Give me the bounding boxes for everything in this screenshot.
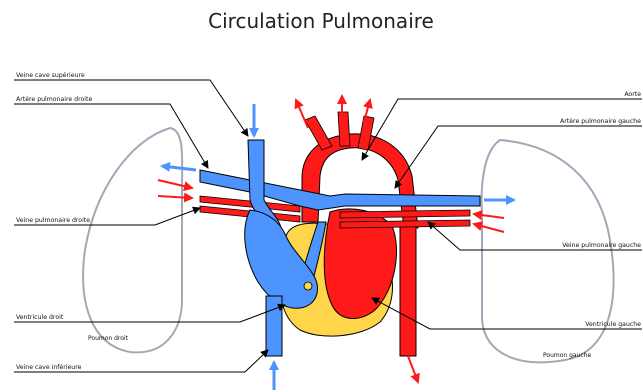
diagram-title: Circulation Pulmonaire bbox=[208, 9, 434, 33]
leader-line bbox=[362, 99, 642, 160]
flow-arrow-red bbox=[296, 100, 308, 128]
flow-arrow-red bbox=[474, 214, 504, 218]
label-artere-pulmonaire-gauche: Artère pulmonaire gauche bbox=[560, 117, 641, 125]
label-veine-cave-superieure: Veine cave supérieure bbox=[16, 71, 85, 79]
label-artere-pulmonaire-droite: Artère pulmonaire droite bbox=[16, 95, 92, 103]
leader-line bbox=[14, 80, 248, 136]
valve-circle bbox=[304, 282, 312, 290]
label-veine-pulmonaire-gauche: Veine pulmonaire gauche bbox=[562, 242, 641, 249]
aortic-branch-2 bbox=[338, 112, 350, 146]
descending-aorta bbox=[400, 226, 416, 356]
flow-arrow-blue bbox=[162, 166, 196, 170]
label-veine-pulmonaire-droite: Veine pulmonaire droite bbox=[16, 217, 90, 224]
label-ventricule-gauche: Ventricule gauche bbox=[585, 321, 641, 328]
label-poumon-gauche: Poumon gauche bbox=[543, 352, 591, 359]
leader-line bbox=[395, 126, 642, 188]
label-poumon-droit: Poumon droit bbox=[88, 335, 129, 342]
flow-arrow-red bbox=[474, 224, 504, 232]
flow-arrow-red bbox=[408, 356, 418, 382]
label-veine-cave-inferieure: Veine cave inférieure bbox=[16, 363, 82, 371]
flow-arrow-red bbox=[158, 180, 192, 188]
flow-arrow-red bbox=[158, 196, 192, 198]
inferior-vena-cava bbox=[266, 296, 282, 356]
label-aorte: Aorte bbox=[624, 91, 641, 98]
right-lung-outline bbox=[83, 128, 182, 352]
label-ventricule-droit: Ventricule droit bbox=[16, 314, 64, 321]
